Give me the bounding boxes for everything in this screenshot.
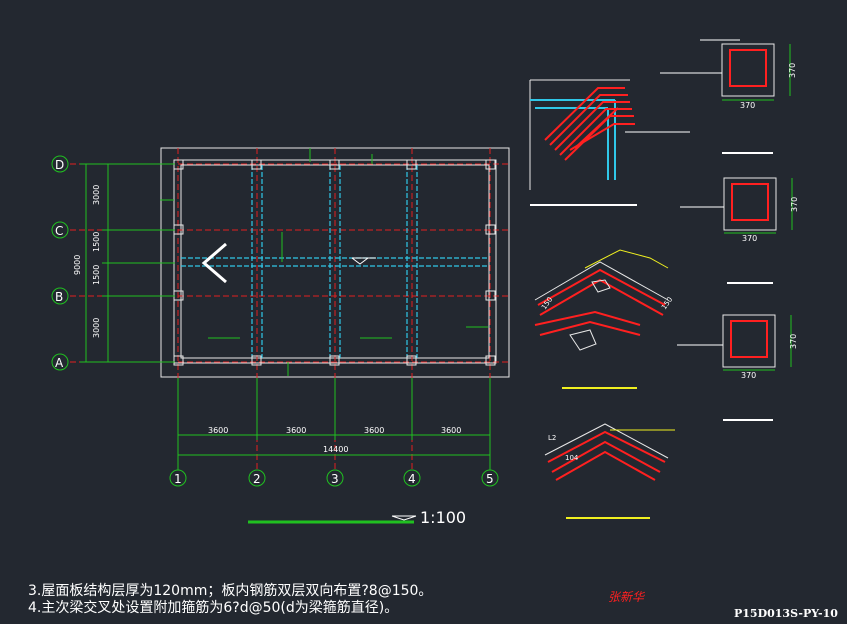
col3-height: 370 <box>789 334 798 349</box>
col1-width: 370 <box>740 101 755 110</box>
col2-height: 370 <box>790 197 799 212</box>
axis-label-2: 2 <box>253 472 261 486</box>
dim-left-4: 3000 <box>92 318 101 338</box>
plan-markers <box>160 148 488 376</box>
axis-label-A: A <box>55 356 64 370</box>
scale-label: 1:100 <box>420 508 466 527</box>
dim-bottom-2: 3600 <box>286 426 306 435</box>
signature: 张新华 <box>608 590 645 604</box>
ridge-detail: 150 150 <box>534 249 674 389</box>
north-chevron <box>201 242 227 284</box>
axis-label-D: D <box>55 158 64 172</box>
axis-label-1: 1 <box>174 472 182 486</box>
dim-bottom-1: 3600 <box>208 426 228 435</box>
beams <box>181 165 489 358</box>
column-section-3: 370 370 <box>677 314 798 421</box>
detail-dim-3: L2 <box>548 434 556 442</box>
detail-dim-2: 150 <box>660 296 674 312</box>
scale-title: 1:100 <box>248 508 466 527</box>
eave-detail: L2 104 <box>544 423 675 519</box>
col3-width: 370 <box>741 371 756 380</box>
axis-label-3: 3 <box>331 472 339 486</box>
dim-left-2: 1500 <box>92 232 101 252</box>
note-line-4: 4.主次梁交叉处设置附加箍筋为6?d@50(d为梁箍筋直径)。 <box>28 600 399 616</box>
corner-detail <box>529 79 690 206</box>
axis-label-4: 4 <box>408 472 416 486</box>
level-symbol <box>351 257 376 265</box>
dim-left-1: 3000 <box>92 185 101 205</box>
dim-left-3: 1500 <box>92 265 101 285</box>
dim-bottom-4: 3600 <box>441 426 461 435</box>
left-dimension-lines <box>80 163 175 363</box>
left-dimension-texts: 3000 1500 1500 3000 9000 <box>73 185 101 338</box>
col2-width: 370 <box>742 234 757 243</box>
detail-dim-4: 104 <box>565 454 579 462</box>
axis-label-C: C <box>55 224 63 238</box>
grid-lines <box>70 148 510 470</box>
dim-left-total: 9000 <box>73 255 82 275</box>
columns <box>173 159 496 366</box>
bottom-dimension-texts: 3600 3600 3600 3600 14400 <box>208 426 461 454</box>
column-section-1: 370 370 <box>660 39 797 154</box>
bottom-dimension-lines <box>177 378 491 470</box>
dim-bottom-total: 14400 <box>323 445 348 454</box>
axis-label-5: 5 <box>486 472 494 486</box>
col-axis-bubbles: 1 2 3 4 5 <box>169 469 499 487</box>
sheet-number: P15D013S-PY-10 <box>734 607 838 620</box>
note-line-3: 3.屋面板结构层厚为120mm；板内钢筋双层双向布置?8@150。 <box>28 583 433 599</box>
row-axis-bubbles: D C B A <box>51 155 69 371</box>
column-section-2: 370 370 <box>680 177 799 284</box>
dim-bottom-3: 3600 <box>364 426 384 435</box>
col1-height: 370 <box>788 63 797 78</box>
axis-label-B: B <box>55 290 63 304</box>
